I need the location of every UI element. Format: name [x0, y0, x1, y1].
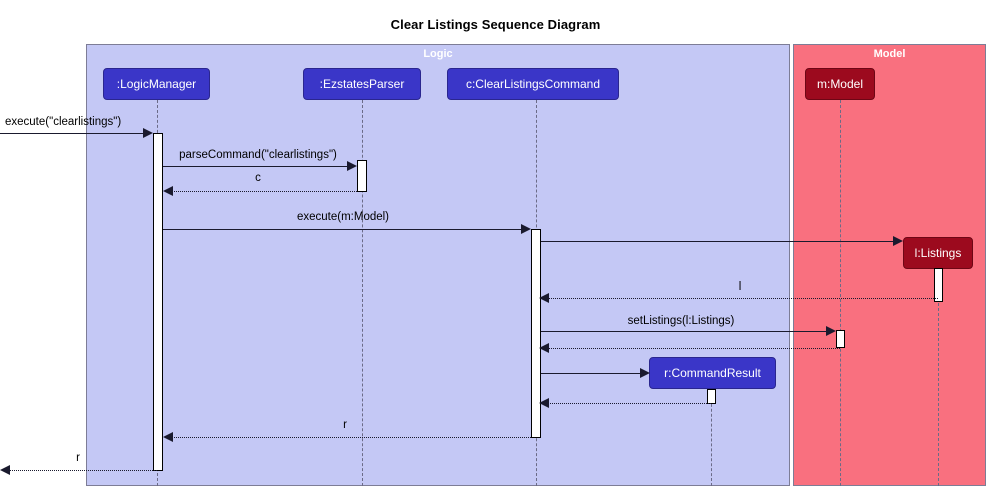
participant-model-label: m:Model — [816, 77, 863, 91]
message-line-m2 — [163, 166, 348, 167]
activation-clearlistingscommand — [531, 229, 541, 438]
message-label-m2: parseCommand("clearlistings") — [179, 149, 337, 161]
message-label-m1: execute("clearlistings") — [5, 116, 122, 128]
message-line-m11 — [172, 437, 531, 438]
message-line-m8 — [548, 348, 840, 349]
participant-listings[interactable]: l:Listings — [903, 237, 973, 269]
message-arrow-m11 — [163, 432, 173, 442]
message-line-m10 — [548, 403, 711, 404]
lifeline-ezstatesparser — [362, 100, 363, 486]
activation-model — [836, 330, 845, 348]
participant-model[interactable]: m:Model — [805, 68, 875, 100]
participant-listings-label: l:Listings — [914, 246, 962, 260]
panel-logic: Logic — [86, 44, 790, 486]
message-arrow-m3 — [163, 186, 173, 196]
participant-ezstatesparser-label: :EzstatesParser — [319, 77, 405, 91]
message-arrow-m6 — [539, 293, 549, 303]
activation-commandresult — [707, 389, 716, 404]
message-arrow-m1 — [143, 128, 153, 138]
participant-clearlistingscommand-label: c:ClearListingsCommand — [465, 77, 601, 91]
panel-model-label: Model — [873, 48, 906, 60]
participant-ezstatesparser[interactable]: :EzstatesParser — [303, 68, 421, 100]
message-label-m6: l — [738, 281, 742, 293]
message-label-m7: setListings(l:Listings) — [627, 315, 735, 327]
message-arrow-m8 — [539, 343, 549, 353]
message-label-m12: r — [76, 452, 80, 464]
page-title: Clear Listings Sequence Diagram — [390, 17, 601, 32]
message-arrow-m4 — [521, 224, 531, 234]
panel-logic-label: Logic — [423, 48, 453, 60]
message-arrow-m10 — [539, 398, 549, 408]
lifeline-model — [840, 100, 841, 486]
lifeline-commandresult — [711, 389, 712, 486]
message-line-m3 — [172, 191, 357, 192]
message-label-m11: r — [343, 419, 347, 431]
message-arrow-m2 — [347, 161, 357, 171]
message-line-m7 — [541, 331, 827, 332]
participant-commandresult[interactable]: r:CommandResult — [649, 357, 776, 389]
message-arrow-m12 — [0, 465, 10, 475]
message-arrow-m5 — [893, 236, 903, 246]
participant-commandresult-label: r:CommandResult — [664, 366, 761, 380]
participant-logicmanager-label: :LogicManager — [116, 77, 197, 91]
message-line-m1 — [0, 133, 144, 134]
message-arrow-m7 — [826, 326, 836, 336]
message-label-m4: execute(m:Model) — [296, 211, 390, 223]
message-line-m5 — [541, 241, 894, 242]
message-arrow-m9 — [640, 368, 650, 378]
activation-ezstatesparser — [357, 160, 367, 192]
lifeline-listings — [938, 268, 939, 486]
message-line-m9 — [541, 373, 641, 374]
message-line-m6 — [548, 298, 938, 299]
message-label-m3: c — [255, 172, 261, 184]
message-line-m12 — [9, 470, 157, 471]
participant-clearlistingscommand[interactable]: c:ClearListingsCommand — [447, 68, 619, 100]
message-line-m4 — [163, 229, 522, 230]
participant-logicmanager[interactable]: :LogicManager — [103, 68, 210, 100]
activation-listings — [934, 268, 943, 302]
activation-logicmanager — [153, 133, 163, 471]
